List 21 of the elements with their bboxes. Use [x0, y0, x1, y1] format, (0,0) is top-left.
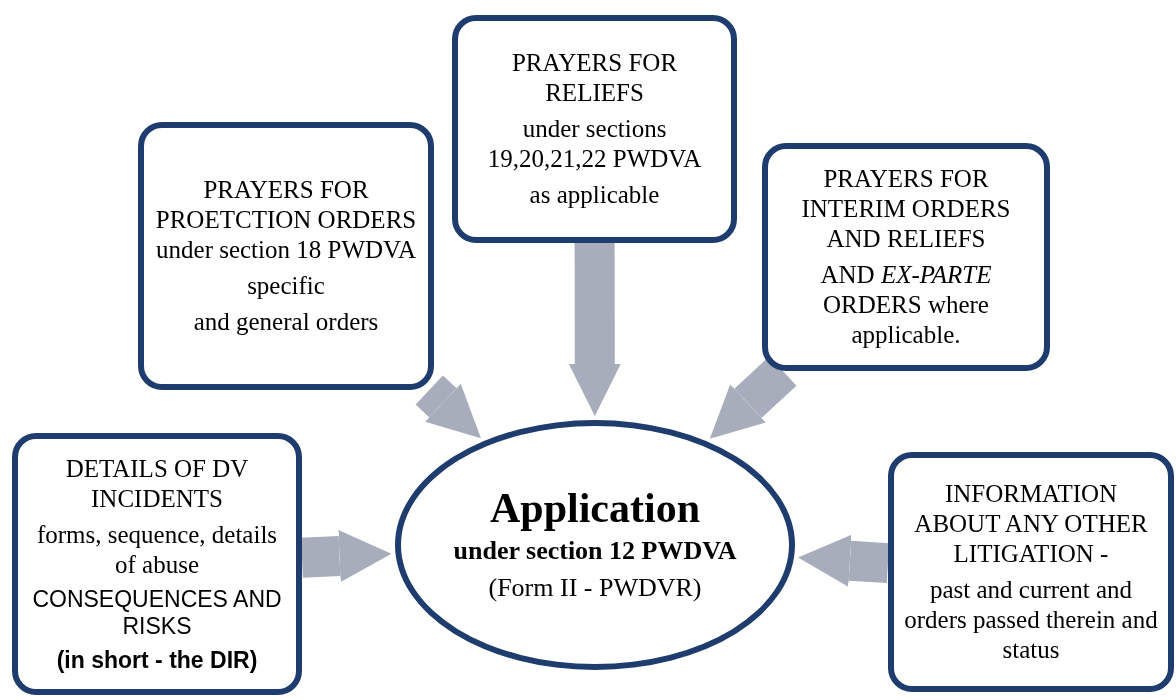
box-text: CONSEQUENCES AND RISKS	[31, 585, 283, 641]
block-arrow	[301, 530, 392, 583]
subtitle-text: under section 12 PWDVA	[453, 534, 737, 566]
rounded-box	[138, 122, 434, 390]
box-text: forms, sequence, details of abuse	[35, 519, 279, 580]
box-text: AND EX-PARTE ORDERS where applicable.	[819, 260, 993, 350]
block-arrow	[415, 375, 481, 439]
box-text: and general orders	[193, 307, 379, 337]
rounded-box	[12, 433, 302, 695]
box-text: specific	[247, 271, 325, 301]
rounded-box	[452, 15, 737, 243]
box-text: past and current and orders passed therein and status	[904, 575, 1158, 665]
title-text: Application	[489, 486, 700, 529]
block-arrow	[568, 243, 621, 416]
box-heading: PRAYERS FOR INTERIM ORDERS AND RELIEFS	[800, 164, 1012, 254]
subtitle-text: (Form II - PWDVR)	[488, 572, 702, 604]
rounded-box	[762, 143, 1050, 371]
rounded-box	[888, 452, 1174, 692]
box-text: (in short - the DIR)	[56, 646, 258, 675]
box-text: as applicable	[529, 180, 660, 210]
box-heading: DETAILS OF DV INCIDENTS	[64, 453, 250, 514]
